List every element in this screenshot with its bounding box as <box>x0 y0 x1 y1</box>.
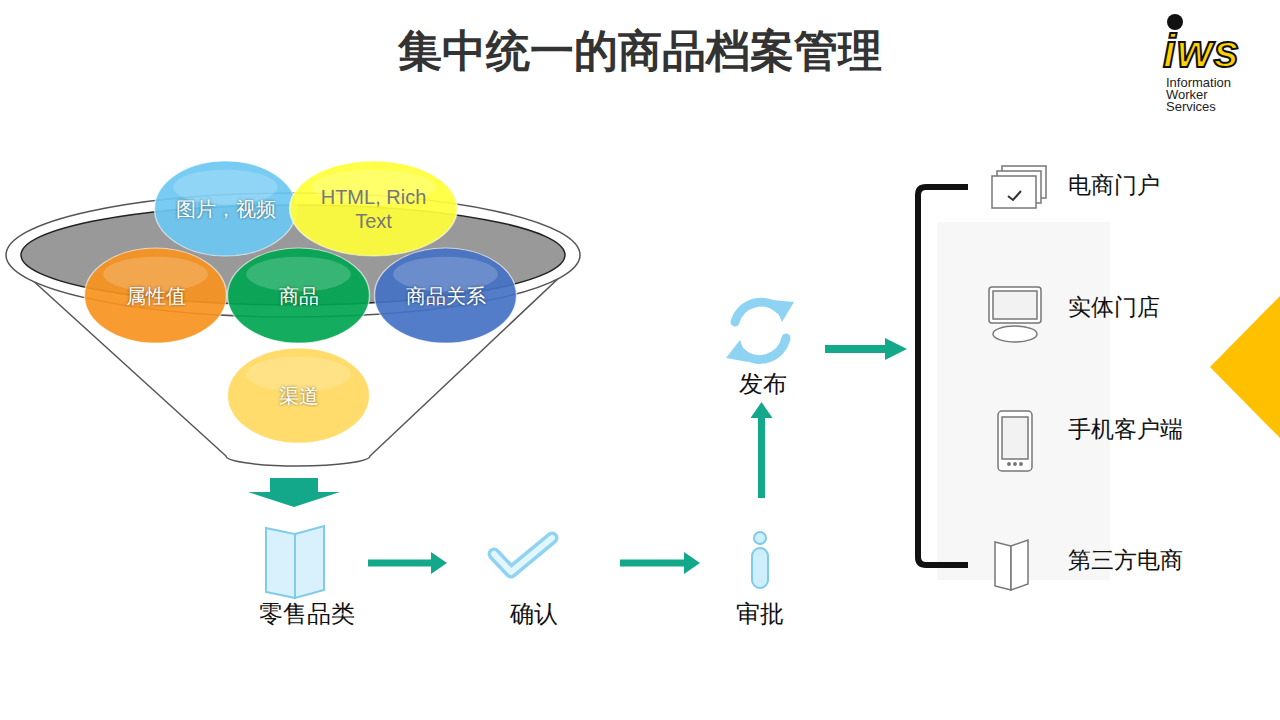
ellipse-fill <box>227 248 369 343</box>
channel-node: 实体门店 <box>985 282 1225 332</box>
step-label: 确认 <box>508 600 560 628</box>
topic-ellipse: 图片，视频 <box>153 160 298 257</box>
bracket <box>918 187 968 565</box>
ellipse-label: 图片，视频 <box>176 197 276 221</box>
ellipse-fill <box>374 248 516 343</box>
channel-panel <box>937 222 1110 580</box>
channel-label: 实体门店 <box>1068 293 1225 321</box>
book-icon <box>266 526 324 598</box>
topic-ellipse: 商品关系 <box>373 247 518 344</box>
ellipse-fill <box>154 161 296 256</box>
topic-ellipse: 商品 <box>226 247 371 344</box>
funnel <box>6 193 580 466</box>
phone-icon <box>998 411 1032 471</box>
step-node: 发布 <box>705 292 820 400</box>
logo-mark: iws <box>1163 26 1273 76</box>
channel-label: 第三方电商 <box>1068 546 1225 574</box>
step-node: 审批 <box>702 500 818 630</box>
ellipse-fill <box>227 348 369 443</box>
step-node: 确认 <box>449 500 618 630</box>
publish-arrow <box>825 338 907 360</box>
logo-text: Information Worker Services <box>1166 77 1248 113</box>
ellipse-label: 属性值 <box>126 284 186 308</box>
ellipse-label: 渠道 <box>279 384 319 408</box>
ellipse-fill <box>84 248 226 343</box>
corner-triangle <box>1210 296 1280 438</box>
topic-ellipse: HTML, Rich Text <box>288 160 459 257</box>
refresh-heads <box>726 300 794 362</box>
flow-arrow <box>368 560 431 567</box>
book-icon-small <box>995 540 1028 590</box>
channel-node: 电商门户 <box>985 160 1225 210</box>
flow-arrow <box>758 418 765 498</box>
channel-node: 手机客户端 <box>985 404 1225 454</box>
check-icon <box>494 538 552 572</box>
topic-ellipse: 渠道 <box>226 347 371 444</box>
step-label: 零售品类 <box>257 600 357 628</box>
step-label: 审批 <box>734 600 786 628</box>
ellipse-label: 商品 <box>279 284 319 308</box>
flow-arrow <box>620 560 684 567</box>
window-icon <box>992 166 1046 208</box>
ellipse-label: 商品关系 <box>406 284 486 308</box>
step-label: 发布 <box>737 370 789 398</box>
topic-ellipse: 属性值 <box>83 247 228 344</box>
ellipse-label: HTML, Rich Text <box>314 185 433 233</box>
ellipse-outline <box>288 160 459 257</box>
down-arrow <box>248 478 340 507</box>
ellipse-fill <box>290 161 458 256</box>
person-icon <box>752 532 768 588</box>
monitor-icon <box>989 287 1041 342</box>
channel-node: 第三方电商 <box>985 535 1225 585</box>
channel-label: 电商门户 <box>1068 171 1225 199</box>
page-title: 集中统一的商品档案管理 <box>0 22 1280 81</box>
step-node: 零售品类 <box>248 500 366 630</box>
channel-label: 手机客户端 <box>1068 415 1225 443</box>
